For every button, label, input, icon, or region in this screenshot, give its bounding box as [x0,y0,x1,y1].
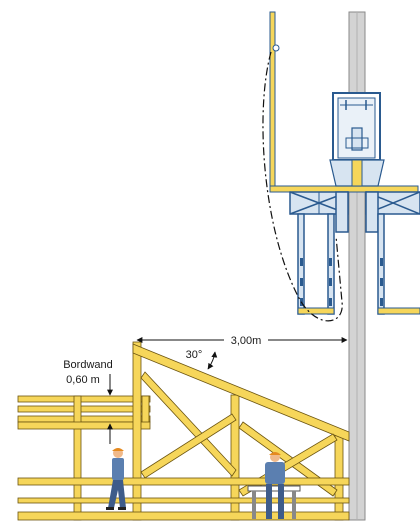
post-right [334,434,344,521]
lower-truss-right [365,191,420,233]
central-mast [348,11,366,521]
left-hanging-rail [269,11,276,188]
sloped-rafter [132,343,350,442]
guardrail-top [17,395,151,403]
workbench-top [247,485,301,492]
climbing-formwork-unit [262,11,420,322]
ground-beam [17,511,350,521]
rail-hook [272,44,280,52]
person-working-icon [265,452,285,519]
timber-scaffold [17,341,350,521]
right-working-cage [377,213,420,315]
spacing-label: 3,00m [231,335,262,347]
lower-rail [17,477,350,486]
left-working-cage [297,213,335,315]
spacing-dimension: 3,00m [136,335,348,347]
guardrail-title: Bordwand [63,359,113,371]
guardrail-height-label: 0,60 m [66,374,100,386]
angle-dimension: 30° [186,349,218,370]
guardrail-dimension: Bordwand 0,60 m [63,359,113,444]
person-walking-icon [106,448,126,510]
post-left [132,341,142,521]
lower-truss-left [289,191,349,233]
upper-platform [17,421,151,430]
angle-label: 30° [186,349,203,361]
main-platform-beam [269,185,419,193]
swing-path-curve [262,51,343,322]
